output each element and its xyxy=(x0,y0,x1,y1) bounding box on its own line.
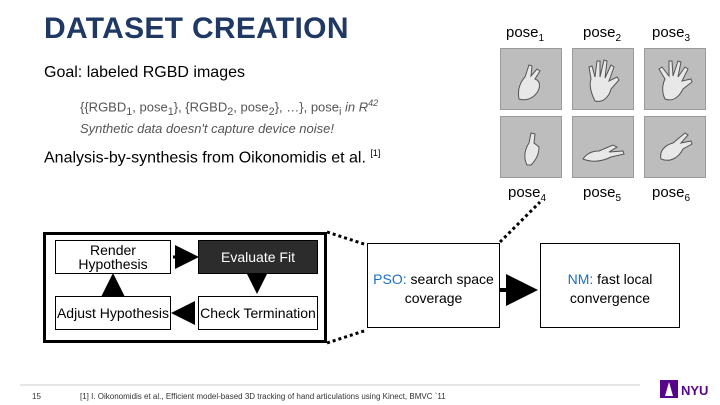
noise-note-bullet: Synthetic data doesn't capture device no… xyxy=(80,121,334,136)
pose-label-5: pose5 xyxy=(583,184,622,204)
hand-depth-image-6 xyxy=(644,116,706,178)
pose-label-4: pose4 xyxy=(508,184,547,204)
evaluate-fit-node: Evaluate Fit xyxy=(198,240,318,274)
analysis-heading: Analysis-by-synthesis from Oikonomidis e… xyxy=(44,148,381,167)
hand-depth-image-1 xyxy=(500,48,562,110)
nyu-logo: NYU xyxy=(660,378,710,400)
pso-box: PSO: search space coverage xyxy=(367,243,500,328)
hand-depth-image-4 xyxy=(500,116,562,178)
citation-footer: [1] I. Oikonomidis et al., Efficient mod… xyxy=(80,392,446,401)
goal-text: Goal: labeled RGBD images xyxy=(44,64,245,81)
slide-title: DATASET CREATION xyxy=(44,12,349,45)
pose-label-6: pose6 xyxy=(652,184,691,204)
hand-depth-image-2 xyxy=(572,48,634,110)
adjust-hypothesis-node: Adjust Hypothesis xyxy=(55,296,171,330)
pose-label-1: pose1 xyxy=(506,24,545,44)
hand-depth-image-3 xyxy=(644,48,706,110)
nm-box: NM: fast local convergence xyxy=(540,243,680,328)
pose-label-3: pose3 xyxy=(652,24,691,44)
nyu-logo-text: NYU xyxy=(681,383,708,398)
render-hypothesis-node: Render Hypothesis xyxy=(55,240,171,274)
check-termination-node: Check Termination xyxy=(198,296,318,330)
hand-depth-image-5 xyxy=(572,116,634,178)
page-number: 15 xyxy=(32,392,41,401)
analysis-by-synthesis-loop xyxy=(43,232,327,343)
pose-label-2: pose2 xyxy=(583,24,622,44)
dataset-format-bullet: {{RGBD1, pose1}, {RGBD2, pose2}, …}, pos… xyxy=(80,98,379,118)
